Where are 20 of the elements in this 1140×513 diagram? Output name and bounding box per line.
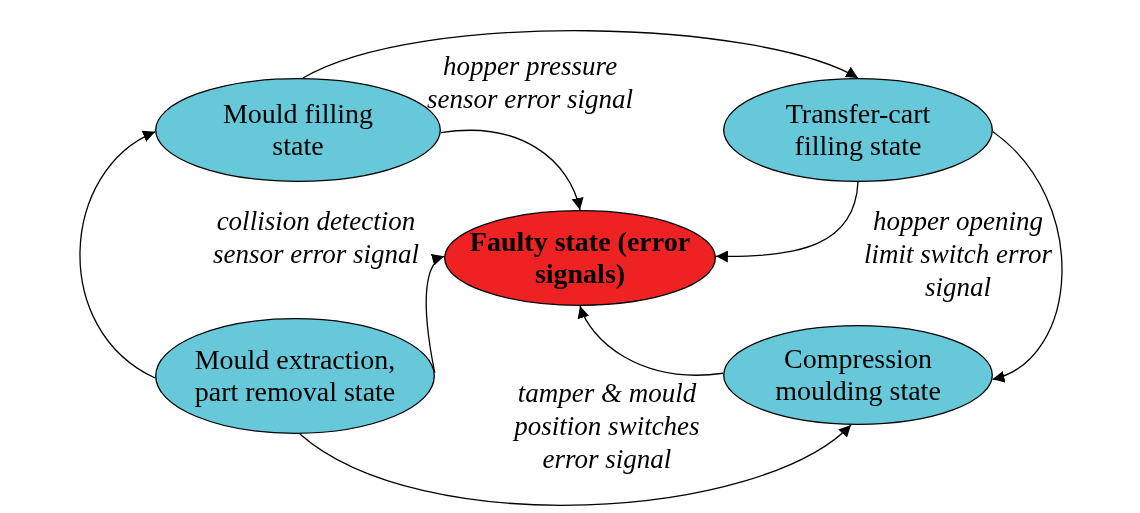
- state-label: Transfer-cart filling state: [784, 98, 932, 162]
- arrow: [715, 181, 859, 263]
- arrow: [578, 305, 724, 376]
- arrow: [302, 30, 859, 79]
- edge-label: collision detection sensor error signal: [212, 205, 420, 271]
- arrow: [440, 129, 583, 211]
- arrow: [991, 131, 1063, 381]
- error-state-ellipse: [444, 210, 716, 306]
- edge-label: hopper pressure sensor error signal: [426, 50, 634, 116]
- state-label: Mould extraction, part removal state: [193, 344, 397, 408]
- state-ellipse: [723, 78, 993, 182]
- edge-label: tamper & mould position switches error signal: [511, 377, 701, 476]
- arrow: [299, 424, 852, 506]
- state-ellipse: [155, 318, 435, 434]
- arrow: [79, 131, 156, 379]
- state-ellipse: [723, 325, 993, 425]
- state-label: Faulty state (error signals): [468, 226, 692, 290]
- state-label: Mould filling state: [221, 98, 375, 162]
- state-label: Compression moulding state: [774, 343, 942, 407]
- edge-label: hopper opening limit switch error signal: [863, 205, 1053, 304]
